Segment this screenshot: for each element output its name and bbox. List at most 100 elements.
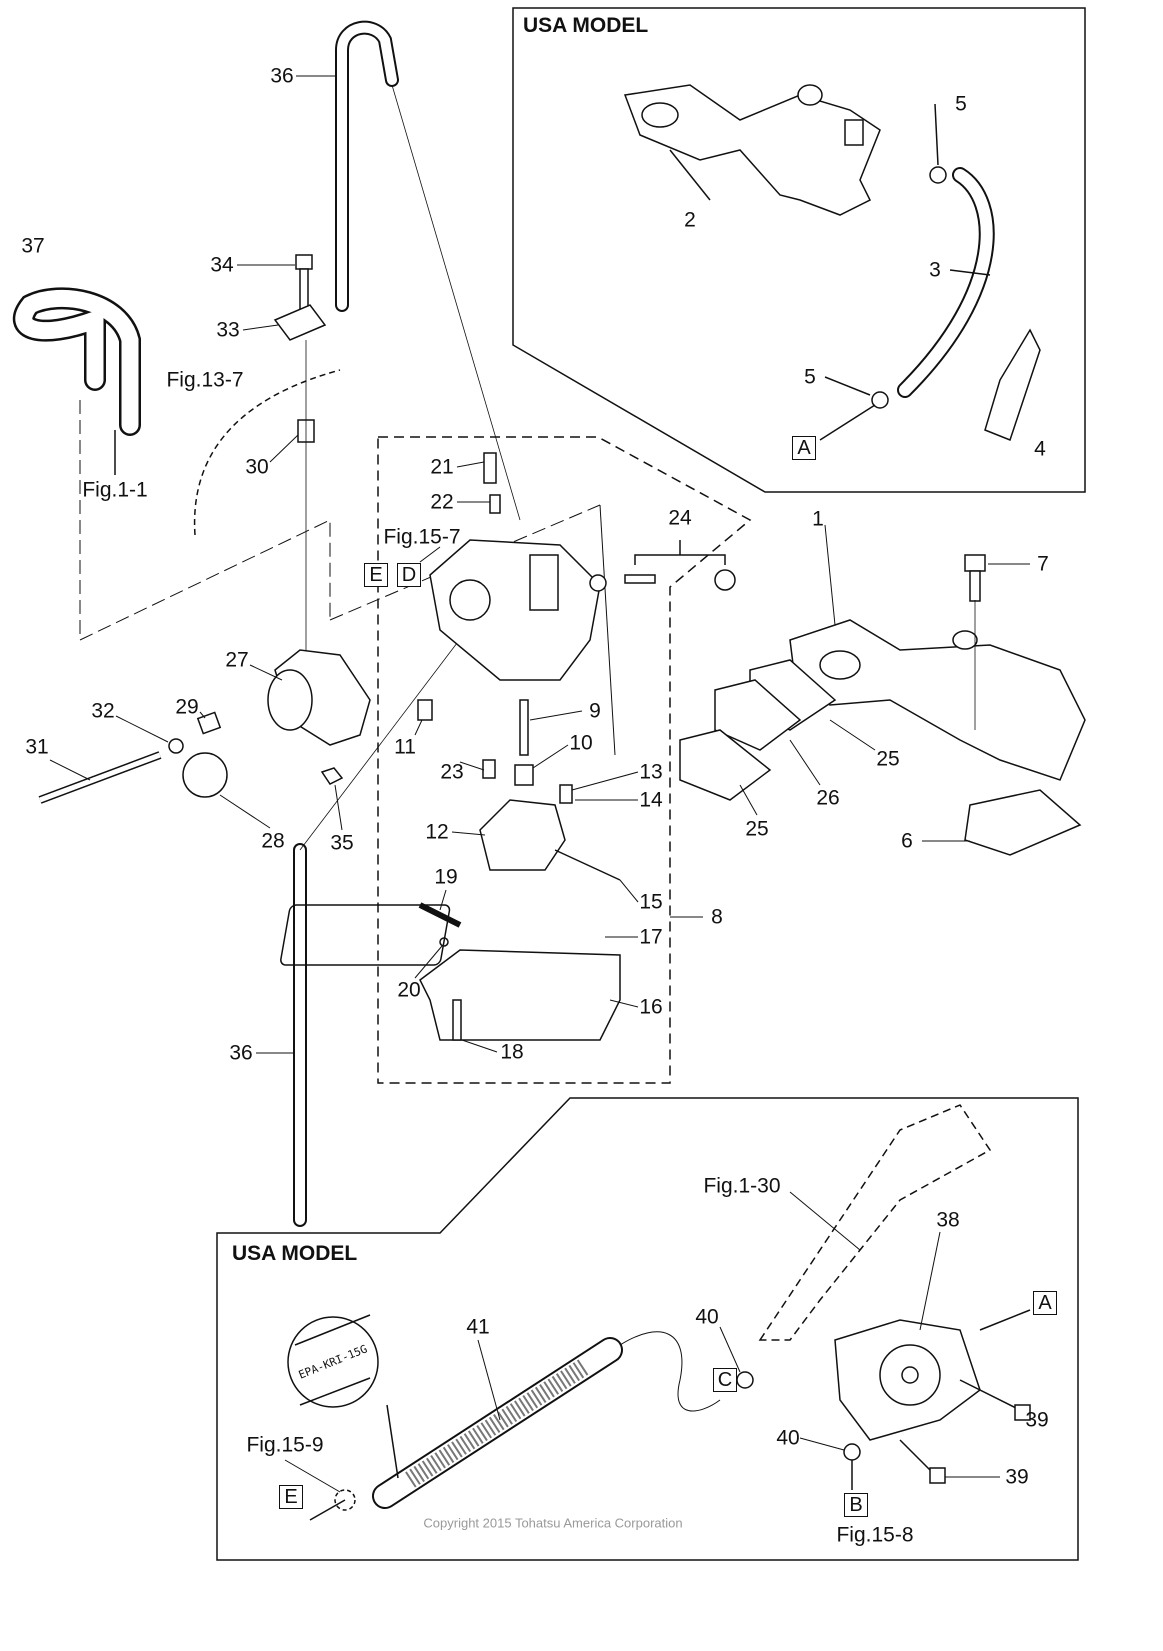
float-12 (479, 799, 566, 871)
spring-22 (489, 494, 501, 514)
figure-ref: Fig.13-7 (166, 368, 244, 392)
ref-box-c: C (713, 1368, 737, 1392)
protector-4 (984, 328, 1041, 441)
carburetor-body (429, 539, 607, 681)
part-label: 1 (812, 507, 824, 531)
part-label: 37 (21, 234, 45, 258)
screw-18 (452, 999, 462, 1041)
part-label: 32 (91, 699, 115, 723)
ref-box-a: A (1033, 1291, 1057, 1315)
part-label: 7 (1037, 552, 1049, 576)
carburetor-assembly-outline (377, 436, 752, 1084)
part-label: 36 (270, 64, 294, 88)
spacer-26 (714, 679, 802, 751)
part-label: 2 (684, 208, 696, 232)
part-label: 15 (639, 890, 663, 914)
part-label: 16 (639, 995, 663, 1019)
part-label: 28 (261, 829, 285, 853)
part-label: 39 (1025, 1408, 1049, 1432)
part-label: 22 (430, 490, 454, 514)
part-label: 29 (175, 695, 199, 719)
clip-5b (871, 391, 889, 409)
part-label: 31 (25, 735, 49, 759)
intake-manifold-1 (789, 619, 1086, 781)
needle-jet-9 (519, 699, 529, 756)
part-label: 9 (589, 699, 601, 723)
fuel-pump-38 (834, 1319, 981, 1441)
ref-box-e: E (279, 1485, 303, 1509)
part-label: 5 (955, 92, 967, 116)
o-ring-20 (439, 937, 449, 947)
part-label: 6 (901, 829, 913, 853)
gasket-25b (679, 729, 772, 801)
part-label: 18 (500, 1040, 524, 1064)
part-label: 5 (804, 365, 816, 389)
cap-28 (182, 752, 228, 798)
clip-40a (736, 1371, 754, 1389)
nut-35 (320, 767, 344, 785)
part-label: 12 (425, 820, 449, 844)
screw-21 (483, 452, 497, 484)
float-chamber-16 (419, 949, 621, 1041)
figure-ref: Fig.1-30 (703, 1174, 781, 1198)
intake-manifold-usa (623, 84, 881, 216)
collar-29 (196, 711, 222, 735)
ref-box-a: A (792, 436, 816, 460)
part-label: 10 (569, 731, 593, 755)
bottom-inset-title: USA MODEL (232, 1242, 358, 1265)
clip-fig15-9 (334, 1489, 356, 1511)
part-label: 40 (776, 1426, 800, 1450)
part-label: 35 (330, 831, 354, 855)
part-label: 40 (695, 1305, 719, 1329)
part-label: 8 (711, 905, 723, 929)
part-label: 25 (876, 747, 900, 771)
bolt-7 (964, 554, 986, 602)
screw-24 (624, 569, 736, 591)
part-label: 13 (639, 760, 663, 784)
jet-10 (514, 764, 534, 786)
part-label: 19 (434, 865, 458, 889)
part-label: 27 (225, 648, 249, 672)
hose-41 (372, 1337, 623, 1509)
figure-ref: Fig.1-1 (82, 478, 148, 502)
figure-ref: Fig.15-9 (246, 1433, 324, 1457)
part-label: 14 (639, 788, 663, 812)
jet-23 (482, 759, 496, 779)
ref-box-e: E (364, 563, 388, 587)
bolt-39b (899, 1439, 946, 1484)
bracket-fig1-30 (758, 1104, 992, 1341)
clip-5a (929, 166, 947, 184)
bolt-31 (38, 751, 162, 804)
part-label: 38 (936, 1208, 960, 1232)
part-label: 21 (430, 455, 454, 479)
valve-13 (559, 784, 573, 804)
part-label: 23 (440, 760, 464, 784)
plate-33 (273, 304, 327, 341)
top-inset-frame (512, 7, 1086, 493)
part-label: 3 (929, 258, 941, 282)
part-label: 41 (466, 1315, 490, 1339)
top-inset-title: USA MODEL (523, 14, 649, 37)
part-label: 39 (1005, 1465, 1029, 1489)
part-label: 33 (216, 318, 240, 342)
part-label: 11 (394, 735, 416, 759)
ref-box-d: D (397, 563, 421, 587)
pin-15 (554, 849, 621, 881)
part-label: 26 (816, 786, 840, 810)
bolt-39a (959, 1379, 1031, 1421)
part-label: 25 (745, 817, 769, 841)
figure-ref: Fig.15-8 (836, 1523, 914, 1547)
part-label: 30 (245, 455, 269, 479)
part-label: 24 (668, 506, 692, 530)
bottom-inset-frame (216, 1097, 1079, 1561)
part-label: 34 (210, 253, 234, 277)
gasket-17 (280, 904, 451, 966)
jet-11 (417, 699, 433, 721)
gasket-6 (964, 789, 1082, 856)
copyright-notice: Copyright 2015 Tohatsu America Corporati… (423, 1515, 683, 1531)
part-label: 36 (229, 1041, 253, 1065)
part-label: 4 (1034, 437, 1046, 461)
vent-hose-36-top (335, 20, 399, 312)
